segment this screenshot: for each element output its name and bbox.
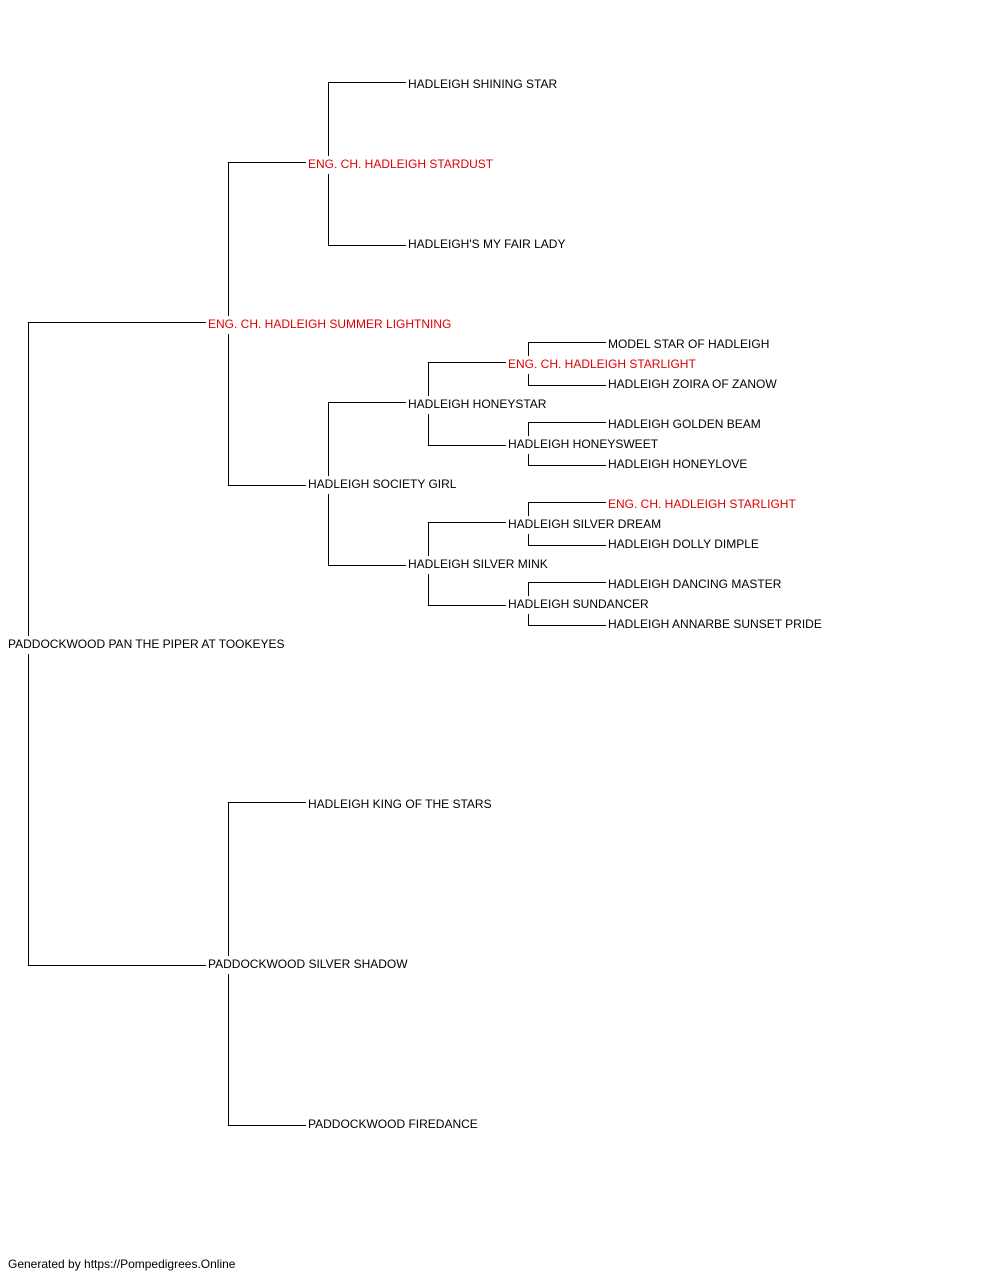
sire-dam-name: HADLEIGH SOCIETY GIRL — [308, 477, 459, 491]
sire-dam-sire-sire-sire-name: MODEL STAR OF HADLEIGH — [608, 337, 772, 351]
sire-dam-sire-name: HADLEIGH HONEYSTAR — [408, 397, 549, 411]
dam-sire-name: HADLEIGH KING OF THE STARS — [308, 797, 494, 811]
sire-sire-name: ENG. CH. HADLEIGH STARDUST — [308, 157, 496, 171]
sire-dam-sire-dam-sire-name: HADLEIGH GOLDEN BEAM — [608, 417, 763, 431]
sire-dam-dam-name: HADLEIGH SILVER MINK — [408, 557, 550, 571]
sire-dam-sire-dam-name: HADLEIGH HONEYSWEET — [508, 437, 661, 451]
subject-dog-name: PADDOCKWOOD PAN THE PIPER AT TOOKEYES — [8, 637, 287, 651]
sire-dam-dam-dam-sire-name: HADLEIGH DANCING MASTER — [608, 577, 784, 591]
sire-dam-dam-sire-sire-name: ENG. CH. HADLEIGH STARLIGHT — [608, 497, 798, 511]
sire-name: ENG. CH. HADLEIGH SUMMER LIGHTNING — [208, 317, 454, 331]
generated-by-footer: Generated by https://Pompedigrees.Online — [8, 1257, 236, 1271]
sire-dam-sire-dam-dam-name: HADLEIGH HONEYLOVE — [608, 457, 750, 471]
sire-dam-sire-sire-dam-name: HADLEIGH ZOIRA OF ZANOW — [608, 377, 779, 391]
sire-dam-dam-sire-dam-name: HADLEIGH DOLLY DIMPLE — [608, 537, 761, 551]
dam-dam-name: PADDOCKWOOD FIREDANCE — [308, 1117, 480, 1131]
sire-dam-sire-sire-name: ENG. CH. HADLEIGH STARLIGHT — [508, 357, 698, 371]
sire-sire-dam-name: HADLEIGH'S MY FAIR LADY — [408, 237, 568, 251]
sire-dam-dam-dam-dam-name: HADLEIGH ANNARBE SUNSET PRIDE — [608, 617, 824, 631]
sire-dam-dam-dam-name: HADLEIGH SUNDANCER — [508, 597, 651, 611]
dam-name: PADDOCKWOOD SILVER SHADOW — [208, 957, 410, 971]
sire-dam-dam-sire-name: HADLEIGH SILVER DREAM — [508, 517, 664, 531]
sire-sire-sire-name: HADLEIGH SHINING STAR — [408, 77, 560, 91]
